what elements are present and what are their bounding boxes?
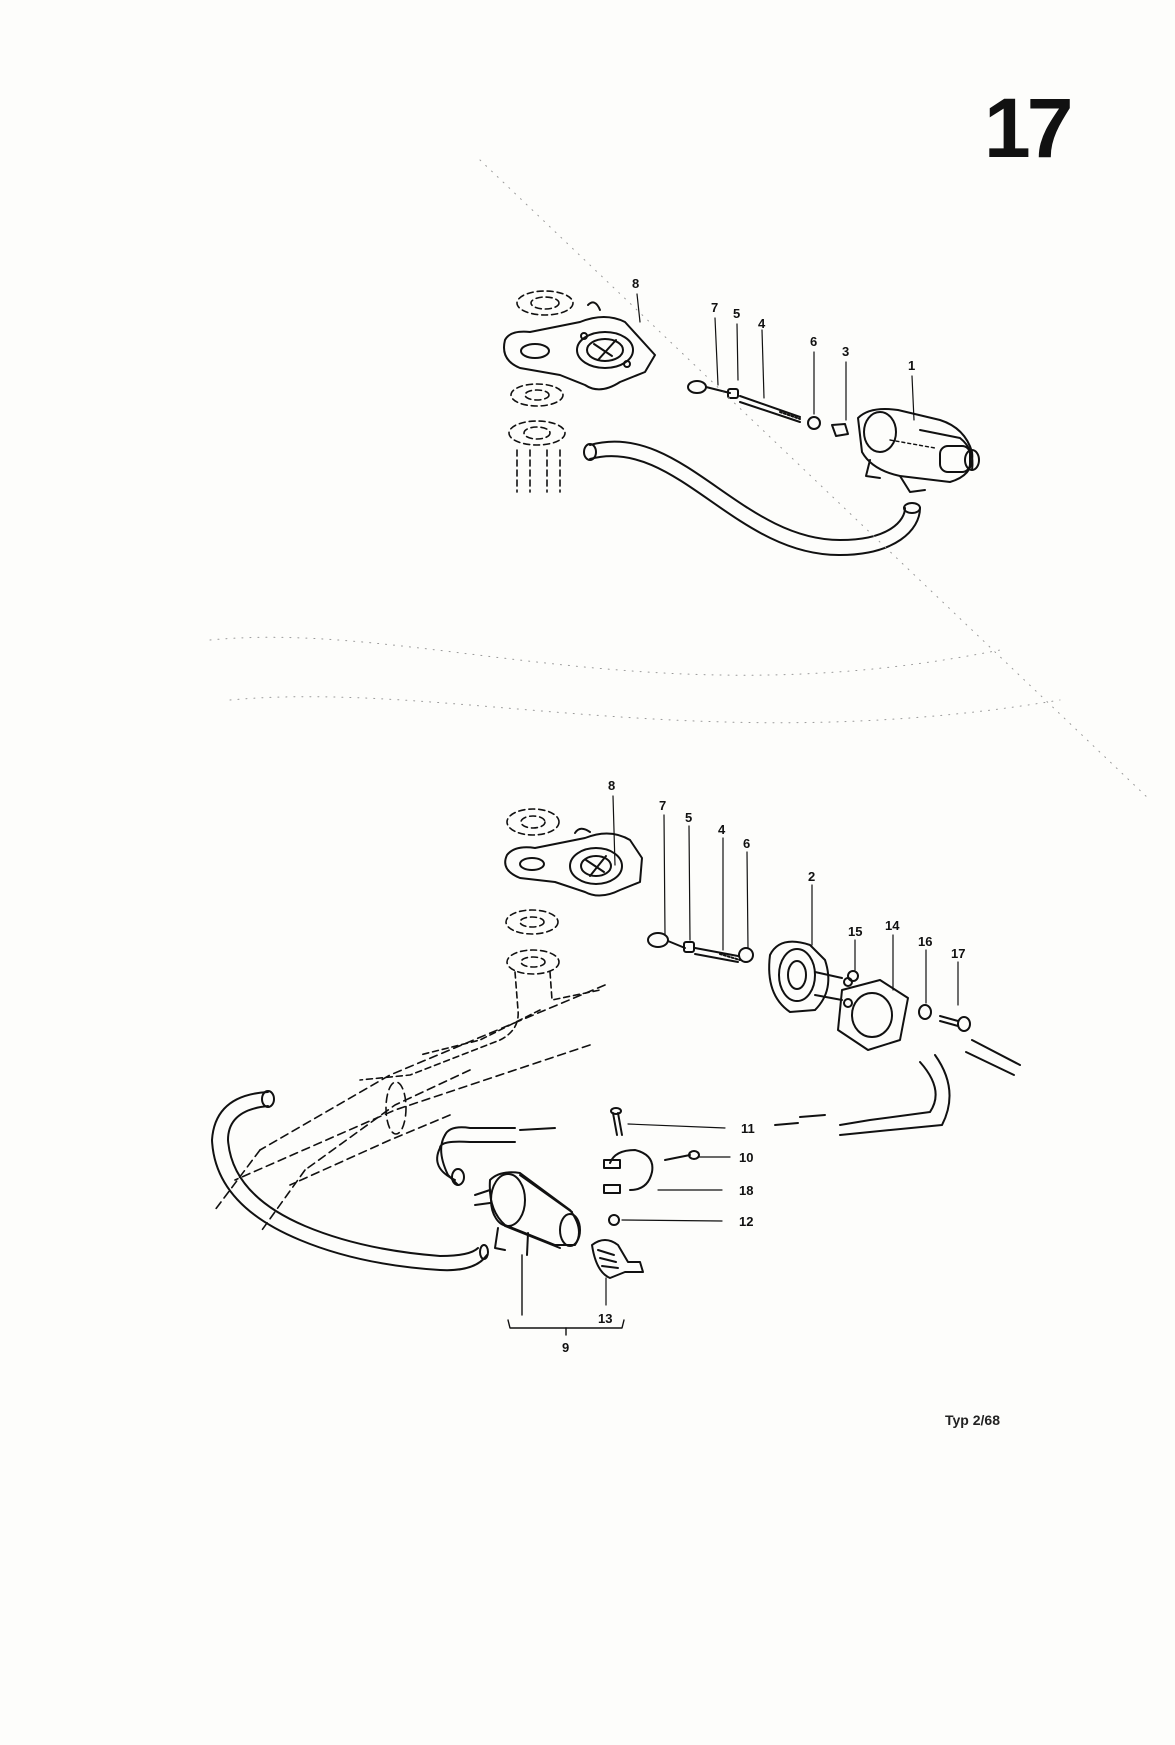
bottom-assembly bbox=[211, 795, 1021, 1336]
callout-top-8: 8 bbox=[632, 276, 639, 291]
top-gasket-stack bbox=[508, 290, 574, 493]
callout-bottom-12: 12 bbox=[739, 1214, 753, 1229]
callout-top-3: 3 bbox=[842, 344, 849, 359]
bottom-fastener-row bbox=[647, 932, 754, 963]
speckle-marks bbox=[209, 159, 1151, 801]
bottom-electric-pump bbox=[474, 1171, 581, 1256]
callout-bottom-11: 11 bbox=[741, 1121, 755, 1136]
bottom-mounting-flange bbox=[504, 827, 643, 897]
callout-bottom-2: 2 bbox=[808, 869, 815, 884]
bottom-check-valve bbox=[591, 1239, 644, 1279]
callout-top-7: 7 bbox=[711, 300, 718, 315]
top-leader-lines bbox=[636, 293, 915, 421]
bottom-leader-lines bbox=[605, 795, 959, 1306]
top-mounting-flange bbox=[503, 301, 656, 391]
top-fuel-hose bbox=[583, 440, 921, 557]
callout-bottom-15: 15 bbox=[848, 924, 862, 939]
callout-bottom-16: 16 bbox=[918, 934, 932, 949]
bottom-dashed-pipes bbox=[214, 984, 606, 1231]
callout-bottom-6: 6 bbox=[743, 836, 750, 851]
callout-bottom-7: 7 bbox=[659, 798, 666, 813]
bottom-clamp-parts bbox=[603, 1107, 700, 1226]
bottom-pump-body bbox=[768, 940, 859, 1013]
bottom-gasket-plate bbox=[837, 979, 909, 1051]
callout-top-4: 4 bbox=[758, 316, 766, 331]
page-number: 17 bbox=[984, 81, 1073, 175]
callout-bottom-4: 4 bbox=[718, 822, 726, 837]
callout-top-1: 1 bbox=[908, 358, 915, 373]
callout-bottom-13: 13 bbox=[598, 1311, 612, 1326]
callout-bottom-14: 14 bbox=[885, 918, 900, 933]
callout-bottom-5: 5 bbox=[685, 810, 692, 825]
part-9-bracket bbox=[507, 1254, 625, 1336]
top-assembly bbox=[503, 290, 980, 557]
callout-bottom-10: 10 bbox=[739, 1150, 753, 1165]
top-fastener-row bbox=[687, 380, 849, 437]
callout-top-5: 5 bbox=[733, 306, 740, 321]
type-code: Typ 2/68 bbox=[945, 1412, 1000, 1428]
bottom-hose-right bbox=[519, 1039, 1021, 1136]
bottom-hose-left bbox=[211, 1090, 489, 1272]
top-callout-labels: 8 7 5 4 6 3 1 bbox=[632, 276, 915, 373]
callout-bottom-8: 8 bbox=[608, 778, 615, 793]
callout-bottom-17: 17 bbox=[951, 946, 965, 961]
bottom-callout-labels: 8 7 5 4 6 2 15 14 16 17 11 10 18 12 13 9 bbox=[562, 778, 965, 1355]
top-fuel-pump bbox=[857, 408, 980, 493]
callout-bottom-18: 18 bbox=[739, 1183, 753, 1198]
bottom-hose-small bbox=[436, 1126, 516, 1186]
bottom-gasket-stack bbox=[359, 808, 601, 1081]
bottom-washer-screw bbox=[918, 1004, 971, 1032]
callout-bottom-9: 9 bbox=[562, 1340, 569, 1355]
callout-top-6: 6 bbox=[810, 334, 817, 349]
